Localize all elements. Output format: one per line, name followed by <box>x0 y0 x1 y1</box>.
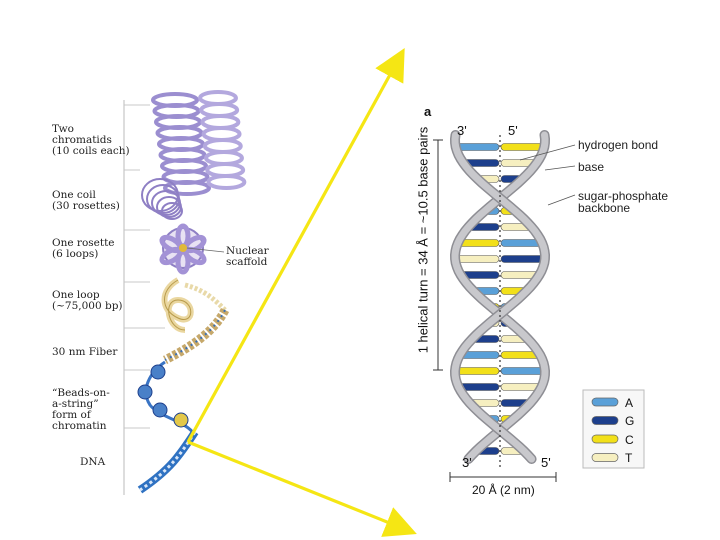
legend-label-g: G <box>625 414 635 428</box>
strand-end-bottom-right: 5' <box>541 455 551 470</box>
nuclear-scaffold-label: Nuclear scaffold <box>226 245 269 268</box>
base-pair-half <box>500 255 546 263</box>
legend-swatch-a <box>591 397 619 407</box>
helix-leader-lines <box>519 144 576 206</box>
strand-end-bottom-left: 3' <box>462 455 472 470</box>
legend-label-c: C <box>625 433 634 447</box>
chromatid-coil <box>163 180 211 196</box>
legend-label-t: T <box>625 451 633 465</box>
backbone-label: sugar-phosphate backbone <box>578 189 669 215</box>
level-label-beads-on-string: “Beads-on- a-string” form of chromatin <box>52 387 110 432</box>
helix-width-label: 20 Å (2 nm) <box>472 483 535 497</box>
base-pair-half <box>500 143 545 151</box>
lower-arrow <box>187 440 417 537</box>
dna-strand-illustration <box>137 429 199 494</box>
legend-swatch-c <box>591 434 619 444</box>
base-pair-half <box>455 143 500 151</box>
helical-turn-bracket <box>433 139 443 371</box>
base-pair-half <box>500 367 546 375</box>
sugar-phosphate-backbone-fill <box>451 131 549 463</box>
rosette-illustration <box>159 223 225 275</box>
hydrogen-bond-label: hydrogen bond <box>578 138 659 152</box>
zoom-arrows <box>186 47 417 537</box>
loop-illustration <box>161 277 227 333</box>
level-label-one-coil: One coil (30 rosettes) <box>52 189 120 212</box>
level-label-two-chromatids: Two chromatids (10 coils each) <box>52 123 130 157</box>
base-pair-half <box>454 367 500 375</box>
sugar-phosphate-backbone-fill <box>451 131 549 463</box>
level-divider-lines <box>124 104 165 429</box>
panel-letter: a <box>424 104 432 119</box>
legend-swatch-t <box>591 453 619 462</box>
fiber-illustration <box>162 307 230 365</box>
base-pair-half <box>454 255 500 263</box>
level-label-one-loop: One loop (~75,000 bp) <box>52 289 123 312</box>
chromatid-illustration <box>141 90 247 220</box>
strand-end-top-right: 5' <box>508 123 518 138</box>
level-label-dna: DNA <box>80 456 106 468</box>
coil-disk <box>161 202 183 220</box>
double-helix <box>449 130 551 470</box>
base-legend <box>582 389 645 469</box>
level-label-one-rosette: One rosette (6 loops) <box>52 237 115 260</box>
upper-arrow <box>186 47 405 443</box>
strand-end-top-left: 3' <box>457 123 467 138</box>
level-label-30nm-fiber: 30 nm Fiber <box>52 346 118 358</box>
beads-illustration <box>137 360 197 436</box>
helical-turn-label: 1 helical turn = 34 Å = ~10.5 base pairs <box>415 126 431 354</box>
chromatid-coil <box>206 174 247 190</box>
legend-swatch-g <box>591 416 619 425</box>
base-label: base <box>578 160 605 174</box>
width-bracket <box>449 472 557 482</box>
legend-label-a: A <box>625 396 634 410</box>
